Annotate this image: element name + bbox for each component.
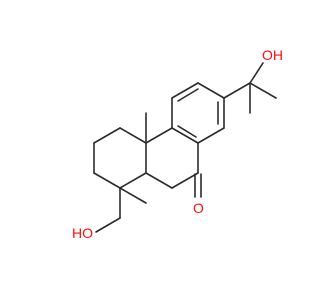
hydroxyl-label-left: HO [72, 225, 93, 241]
ketone-oxygen-label: O [193, 200, 204, 216]
complete-molecule-svg: OH O HO [72, 47, 283, 241]
bond [171, 82, 199, 99]
aromatic-double-bond [177, 125, 197, 138]
hydroxyl-bond [249, 62, 264, 84]
bond [145, 172, 173, 189]
c1-substituents [95, 187, 147, 233]
bond [119, 172, 147, 189]
aromatic-double-bond [177, 88, 199, 102]
bond [119, 127, 147, 144]
bond [93, 172, 121, 189]
carbonyl-group [194, 173, 202, 198]
bond [171, 172, 199, 189]
bond [223, 82, 251, 99]
ring-b [145, 127, 199, 189]
hydroxyl-label-top: OH [262, 47, 283, 63]
aromatic-ring [171, 82, 225, 144]
bond [171, 127, 199, 144]
complete-molecule: OH O HO [72, 47, 283, 241]
ring-a [93, 127, 147, 189]
bond [145, 127, 173, 144]
bond [95, 217, 121, 233]
methyl-bond [249, 82, 277, 99]
bond [93, 127, 121, 144]
bond [197, 82, 225, 99]
hydroxyisopropyl-group [223, 62, 277, 114]
methyl-bond [119, 187, 147, 204]
bond [197, 127, 225, 144]
